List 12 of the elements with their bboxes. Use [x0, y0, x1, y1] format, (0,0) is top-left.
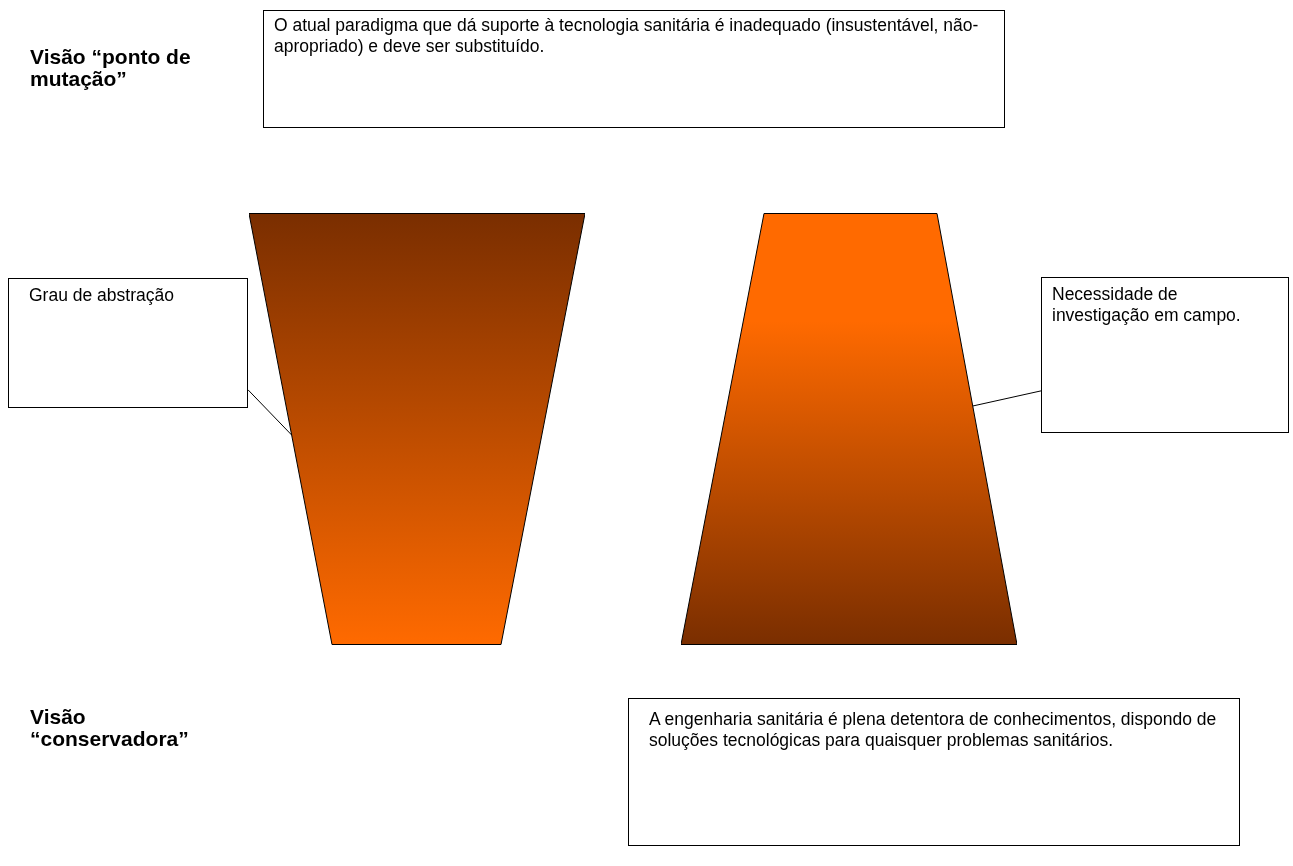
box-text: O atual paradigma que dá suporte à tecnologia sanitária é inadequado (insustentável, não-apropriado) e deve ser substituído. [274, 15, 980, 57]
text-box [8, 278, 248, 408]
section-heading: Visão “ponto de mutação” [30, 46, 192, 91]
section-heading: Visão “conservadora” [30, 706, 190, 751]
leader-line [247, 389, 293, 436]
text-box [263, 10, 1005, 128]
text-box [1041, 277, 1289, 433]
leader-line [972, 390, 1042, 407]
text-box [628, 698, 1240, 846]
box-text: Grau de abstração [29, 285, 175, 306]
box-text: Necessidade de investigação em campo. [1052, 284, 1242, 326]
box-text: A engenharia sanitária é plena detentora de conhecimentos, dispondo de soluções tecnológicas para quaisquer problemas sanitários. [649, 709, 1218, 751]
